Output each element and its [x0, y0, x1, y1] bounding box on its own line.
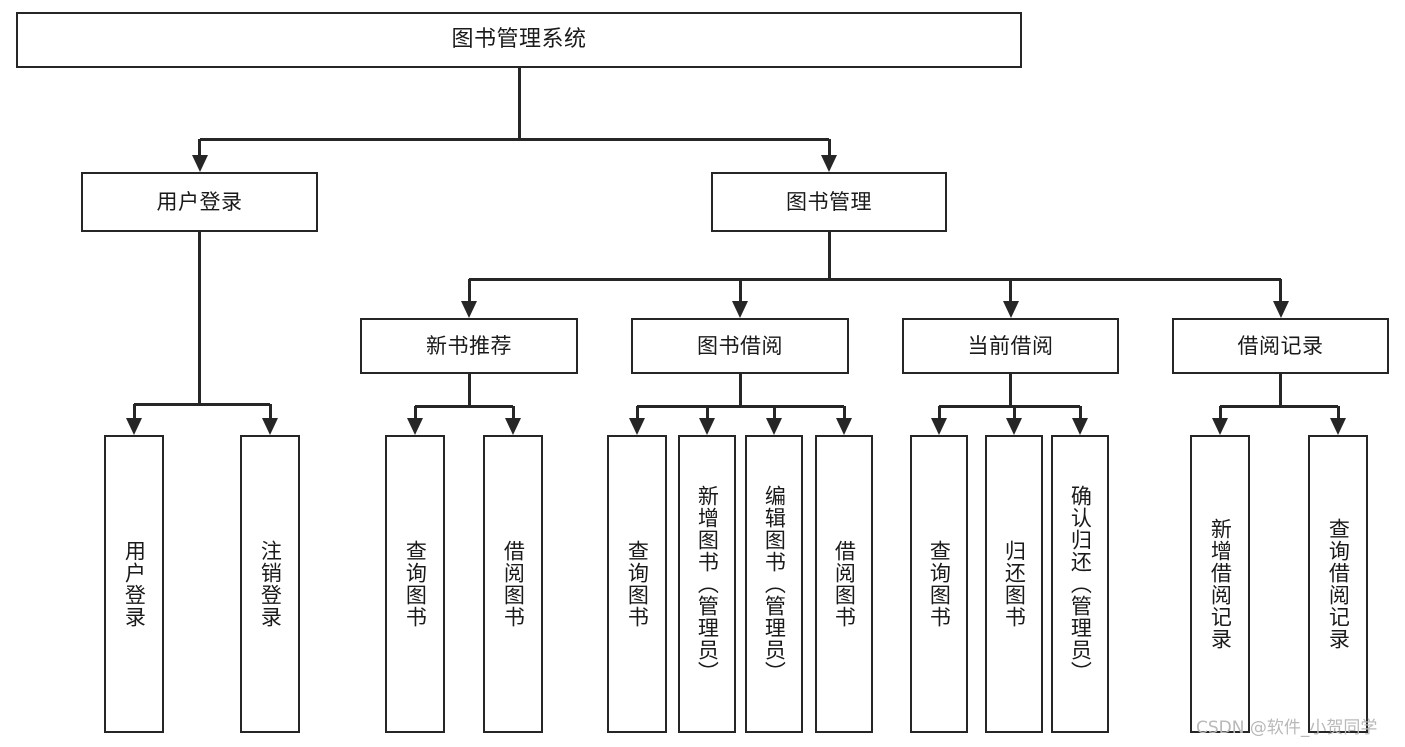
leaf-node-logout[interactable]: 注销登录: [240, 435, 300, 733]
connector-line: [827, 139, 831, 155]
arrow-head-icon: [191, 155, 208, 172]
arrow-head-icon: [836, 418, 852, 435]
leaf-node-query-borrow-record[interactable]: 查询借阅记录: [1308, 435, 1368, 733]
connector-line: [198, 232, 201, 404]
leaf-node-user-login[interactable]: 用户登录: [104, 435, 164, 733]
node-label: 新增图书（管理员）: [695, 485, 720, 683]
connector-line: [842, 406, 846, 418]
node-current-borrow[interactable]: 当前借阅: [902, 318, 1119, 374]
node-label: 借阅记录: [1237, 333, 1324, 358]
node-label: 用户登录: [156, 189, 243, 214]
connector-line: [772, 406, 776, 418]
connector-line: [1078, 406, 1082, 418]
leaf-node-add-book-admin[interactable]: 新增图书（管理员）: [678, 435, 736, 733]
connector-line: [937, 406, 941, 418]
arrow-head-icon: [629, 418, 645, 435]
connector-line: [517, 68, 521, 139]
node-label: 查询图书: [625, 540, 650, 628]
leaf-node-query-book-current[interactable]: 查询图书: [910, 435, 968, 733]
connector-line: [1218, 406, 1222, 418]
node-label: 编辑图书（管理员）: [762, 485, 787, 683]
leaf-node-return-book[interactable]: 归还图书: [985, 435, 1043, 733]
arrow-head-icon: [699, 418, 715, 435]
connector-line: [198, 139, 201, 155]
arrow-head-icon: [732, 301, 748, 318]
connector-line: [738, 279, 742, 301]
node-label: 当前借阅: [967, 333, 1054, 358]
node-root-book-management-system[interactable]: 图书管理系统: [16, 12, 1022, 68]
arrow-head-icon: [1072, 418, 1088, 435]
connector-line: [1279, 374, 1282, 406]
node-label: 新增借阅记录: [1208, 518, 1233, 650]
node-label: 注销登录: [258, 540, 283, 628]
connector-line: [635, 406, 639, 418]
node-user-login[interactable]: 用户登录: [81, 172, 318, 232]
arrow-head-icon: [821, 155, 837, 172]
leaf-node-borrow-book-recommend[interactable]: 借阅图书: [483, 435, 543, 733]
node-label: 借阅图书: [501, 540, 526, 628]
arrow-head-icon: [505, 418, 521, 435]
connector-line: [1009, 374, 1012, 406]
connector-line: [1220, 404, 1338, 408]
connector-line: [1009, 279, 1012, 301]
leaf-node-borrow-book[interactable]: 借阅图书: [815, 435, 873, 733]
connector-line: [511, 406, 515, 418]
connector-line: [199, 137, 829, 141]
connector-line: [132, 404, 136, 418]
leaf-node-query-book-borrow[interactable]: 查询图书: [607, 435, 667, 733]
node-label: 新书推荐: [426, 333, 512, 358]
arrow-head-icon: [931, 418, 947, 435]
leaf-node-query-book-recommend[interactable]: 查询图书: [385, 435, 445, 733]
connector-line: [705, 406, 709, 418]
connector-line: [1336, 406, 1340, 418]
node-label: 用户登录: [122, 540, 147, 628]
node-label: 图书管理: [786, 189, 872, 214]
leaf-node-edit-book-admin[interactable]: 编辑图书（管理员）: [745, 435, 803, 733]
arrow-head-icon: [126, 418, 142, 435]
node-label: 查询图书: [927, 540, 952, 628]
arrow-head-icon: [262, 418, 278, 435]
connector-line: [415, 404, 513, 408]
node-label: 借阅图书: [832, 540, 857, 628]
node-label: 图书借阅: [697, 333, 783, 358]
node-label: 图书管理系统: [451, 27, 587, 53]
connector-line: [827, 232, 831, 279]
arrow-head-icon: [1212, 418, 1228, 435]
node-label: 查询图书: [403, 540, 428, 628]
node-book-management[interactable]: 图书管理: [711, 172, 947, 232]
arrow-head-icon: [1006, 418, 1022, 435]
node-label: 确认归还（管理员）: [1068, 485, 1093, 683]
connector-line: [1012, 406, 1016, 418]
connector-line: [467, 279, 471, 301]
leaf-node-add-borrow-record[interactable]: 新增借阅记录: [1190, 435, 1250, 733]
arrow-head-icon: [461, 301, 477, 318]
arrow-head-icon: [766, 418, 782, 435]
watermark-text: CSDN @软件_小贺同学: [1196, 718, 1378, 738]
connector-line: [134, 402, 270, 406]
node-borrow-record[interactable]: 借阅记录: [1172, 318, 1389, 374]
node-book-borrow[interactable]: 图书借阅: [631, 318, 849, 374]
connector-line: [939, 404, 1080, 408]
node-label: 查询借阅记录: [1326, 518, 1351, 650]
connector-line: [469, 277, 1281, 281]
connector-line: [268, 404, 272, 418]
node-label: 归还图书: [1002, 540, 1027, 628]
arrow-head-icon: [1272, 301, 1289, 318]
arrow-head-icon: [407, 418, 423, 435]
connector-line: [413, 406, 417, 418]
arrow-head-icon: [1002, 301, 1019, 318]
connector-line: [637, 404, 844, 408]
connector-line: [738, 374, 742, 406]
arrow-head-icon: [1330, 418, 1346, 435]
connector-line: [467, 374, 471, 406]
leaf-node-confirm-return-admin[interactable]: 确认归还（管理员）: [1051, 435, 1109, 733]
connector-line: [1279, 279, 1282, 301]
node-new-book-recommend[interactable]: 新书推荐: [360, 318, 578, 374]
